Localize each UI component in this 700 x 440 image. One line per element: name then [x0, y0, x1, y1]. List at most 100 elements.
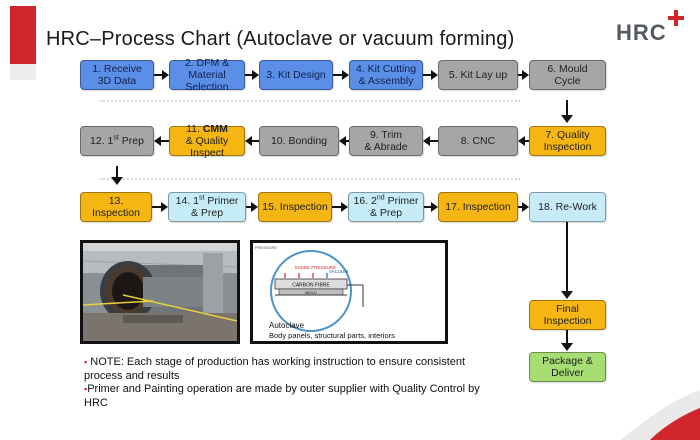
step-1-line1: 1. Receive: [92, 63, 142, 75]
step-16-sup: nd: [376, 194, 385, 202]
arrow-18-final: [561, 222, 573, 299]
step-16-post: Primer: [384, 195, 419, 207]
note-1: ▪ NOTE: Each stage of production has wor…: [84, 356, 494, 383]
autoclave-diagram-panel: CARBON FIBRE MOLD INSIDE PRESSURE VACUUM…: [250, 240, 448, 344]
step-4-kit-cutting-assembly: 4. Kit Cutting& Assembly: [349, 60, 423, 90]
autoclave-diagram: CARBON FIBRE MOLD INSIDE PRESSURE VACUUM…: [253, 243, 445, 341]
final-line2: Inspection: [543, 315, 592, 327]
arrow-9-10: [339, 136, 349, 146]
caption-autoclave: Autoclave: [269, 321, 305, 330]
step-12-post: Prep: [118, 135, 144, 147]
step-18-label: 18. Re-Work: [538, 201, 597, 213]
step-12-sup: st: [113, 134, 119, 142]
step-14-line2: & Prep: [190, 207, 224, 219]
arrow-1-2: [154, 70, 169, 80]
step-2-line1: 2. DFM &: [184, 57, 230, 69]
step-13-inspection: 13. Inspection: [80, 192, 152, 222]
dotted-separator: [100, 100, 520, 102]
step-16-second-primer-prep: 16. 2nd Primer& Prep: [348, 192, 424, 222]
decorative-swoosh: [620, 390, 700, 440]
step-6-label: 6. Mould Cycle: [547, 63, 588, 87]
note-2: ▪Primer and Painting operation are made …: [84, 383, 494, 410]
pressure-label: PRESSURE: [255, 245, 277, 250]
step-14-pre: 14. 1: [175, 195, 200, 207]
caption-body-panels: Body panels, structural parts, interiors: [269, 331, 395, 340]
step-7-line2: Inspection: [543, 141, 592, 153]
arrow-12-13: [111, 166, 123, 185]
step-18-re-work: 18. Re-Work: [529, 192, 606, 222]
step-9-line2: & Abrade: [364, 141, 408, 153]
step-12-pre: 12. 1: [90, 135, 114, 147]
arrow-3-4: [333, 70, 349, 80]
arrow-14-15: [246, 202, 258, 212]
step-5-label: 5. Kit Lay up: [448, 69, 508, 81]
arrow-8-9: [423, 136, 438, 146]
arrow-7-8: [518, 136, 529, 146]
step-9-trim-abrade: 9. Trim& Abrade: [349, 126, 423, 156]
step-11-num: 11.: [186, 123, 203, 135]
arrow-16-17: [424, 202, 438, 212]
red-cross-icon: [668, 10, 684, 26]
red-accent-bar: [10, 6, 36, 80]
bullet-icon: ▪: [84, 384, 88, 394]
step-3-kit-design: 3. Kit Design: [259, 60, 333, 90]
final-line1: Final: [556, 303, 579, 315]
logo-text: HRC: [616, 20, 667, 45]
step-11-line2: & Quality Inspect: [185, 135, 229, 159]
step-15-label: 15. Inspection: [262, 201, 328, 213]
step-4-line2: & Assembly: [358, 75, 414, 87]
mold-label: MOLD: [305, 290, 317, 295]
step-17-label: 17. Inspection: [445, 201, 511, 213]
arrow-15-16: [332, 202, 348, 212]
inside-pressure-label: INSIDE PRESSURE: [295, 265, 336, 270]
note-2-text: Primer and Painting operation are made b…: [84, 383, 480, 409]
step-1-line2: 3D Data: [97, 75, 137, 87]
step-16-pre: 16. 2: [353, 195, 377, 207]
dotted-separator: [100, 178, 520, 180]
step-17-inspection: 17. Inspection: [438, 192, 518, 222]
arrow-13-14: [152, 202, 168, 212]
notes-block: ▪ NOTE: Each stage of production has wor…: [84, 356, 494, 410]
autoclave-photo-illustration: [83, 243, 237, 341]
step-15-inspection: 15. Inspection: [258, 192, 332, 222]
step-7-line1: 7. Quality: [545, 129, 590, 141]
step-9-line1: 9. Trim: [369, 129, 403, 141]
step-3-label: 3. Kit Design: [266, 69, 326, 81]
package-line1: Package &: [542, 355, 593, 367]
step-10-bonding: 10. Bonding: [259, 126, 339, 156]
hrc-logo: HRC: [616, 10, 686, 45]
arrow-5-6: [518, 70, 529, 80]
vacuum-label: VACUUM: [329, 269, 348, 274]
step-11-cmm-quality-inspect: 11. CMM& Quality Inspect: [169, 123, 245, 159]
step-2-dfm-material-selection: 2. DFM &Material Selection: [169, 57, 245, 93]
package-line2: Deliver: [551, 367, 584, 379]
step-13-label: 13. Inspection: [92, 195, 140, 219]
step-8-cnc: 8. CNC: [438, 126, 518, 156]
arrow-11-12: [154, 136, 169, 146]
arrow-2-3: [245, 70, 259, 80]
page-title: HRC–Process Chart (Autoclave or vacuum f…: [46, 28, 515, 50]
step-2-line2: Material Selection: [185, 69, 229, 93]
autoclave-photo: [80, 240, 240, 344]
step-5-kit-lay-up: 5. Kit Lay up: [438, 60, 518, 90]
step-11-cmm: CMM: [202, 123, 228, 135]
step-8-label: 8. CNC: [460, 135, 496, 147]
bullet-icon: ▪: [84, 357, 88, 367]
step-4-line1: 4. Kit Cutting: [355, 63, 417, 75]
package-deliver: Package &Deliver: [529, 352, 606, 382]
arrow-final-package: [561, 330, 573, 351]
step-12-first-prep: 12. 1st Prep: [80, 126, 154, 156]
step-10-label: 10. Bonding: [270, 135, 328, 147]
arrow-6-7: [561, 100, 573, 123]
step-16-line2: & Prep: [369, 207, 403, 219]
arrow-10-11: [245, 136, 259, 146]
carbon-fibre-label: CARBON FIBRE: [292, 283, 330, 289]
step-14-post: Primer: [204, 195, 239, 207]
note-1-text: NOTE: Each stage of production has worki…: [84, 356, 466, 382]
step-6-mould-cycle: 6. Mould Cycle: [529, 60, 606, 90]
step-14-sup: st: [199, 194, 205, 202]
step-14-first-primer-prep: 14. 1st Primer& Prep: [168, 192, 246, 222]
